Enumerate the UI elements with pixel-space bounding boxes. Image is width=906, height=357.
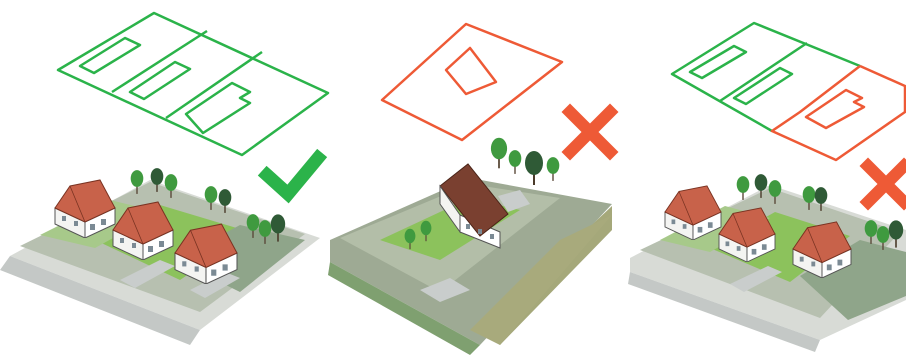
lot-plan-outline-approved: [58, 13, 328, 155]
tree-icon: [525, 151, 543, 185]
tree-icon: [491, 138, 507, 169]
panel-approved-subdivision: [0, 13, 328, 345]
panel-rejected-merged-lots: [628, 23, 906, 352]
neighbourhood-illustration-rejected-rotated: [328, 138, 612, 355]
tree-icon: [547, 157, 560, 181]
panel-rejected-rotated-house: [328, 24, 612, 355]
lot-plan-outline-mixed: [672, 23, 905, 160]
neighbourhood-illustration-approved: [0, 168, 320, 345]
cross-mark-icon: [570, 112, 610, 152]
cross-mark-icon: [868, 166, 904, 202]
tree-icon: [737, 176, 750, 200]
lot-plan-outline-rejected: [382, 24, 562, 140]
check-mark-icon: [267, 158, 318, 194]
tree-icon: [509, 150, 522, 174]
